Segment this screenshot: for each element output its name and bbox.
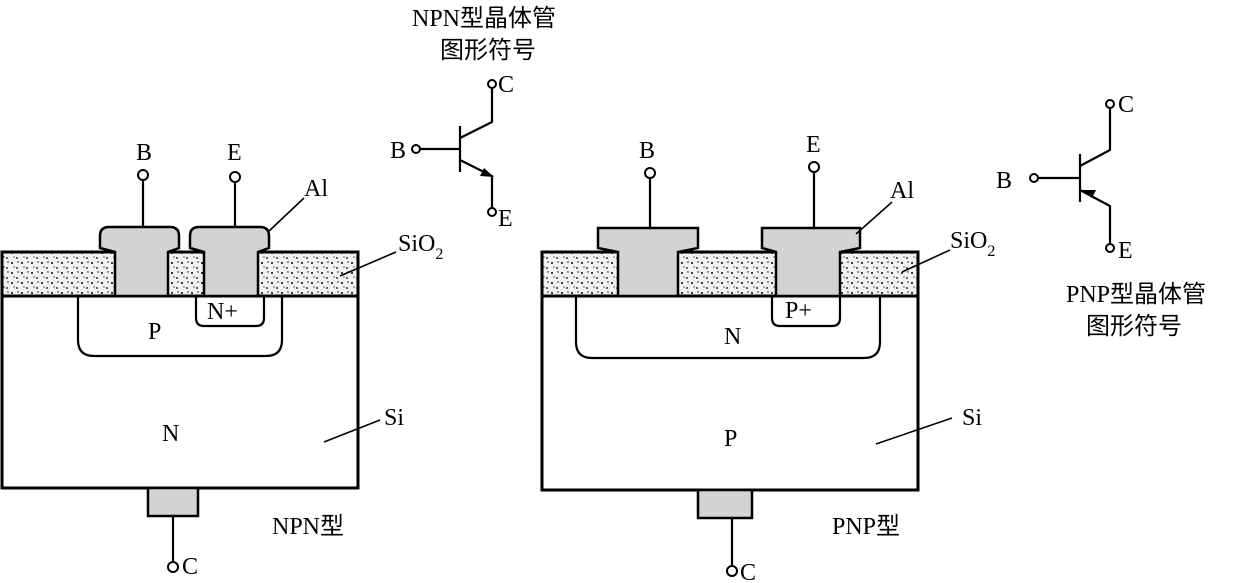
pnp-label-e: E: [806, 132, 821, 158]
pnp-collector-terminal: [726, 565, 738, 577]
npn-emitter-terminal: [229, 171, 241, 183]
npn-symbol-pin-b: B: [390, 138, 406, 164]
pnp-symbol-emitter-terminal: [1105, 243, 1115, 253]
npn-symbol-emitter-lead: [459, 159, 494, 208]
pnp-base-terminal: [644, 167, 656, 179]
pnp-label-al: Al: [890, 178, 914, 204]
npn-emitter-metal: [188, 225, 271, 298]
pnp-collector-metal: [696, 488, 754, 520]
npn-symbol-emitter-terminal: [487, 207, 497, 217]
npn-sio2-leader: [339, 251, 397, 277]
pnp-label-sio-subscript: 2: [987, 243, 995, 260]
pnp-al-leader: [855, 201, 893, 235]
pnp-region-pplus: P+: [785, 298, 812, 324]
npn-al-leader: [267, 197, 305, 233]
pnp-symbol-emitter-arrow-icon: [1082, 190, 1096, 198]
pnp-base-metal: [596, 226, 700, 298]
pnp-symbol-pin-e: E: [1118, 238, 1133, 264]
npn-nplus-region: [194, 296, 266, 328]
pnp-symbol-emitter-lead: [1079, 189, 1112, 244]
npn-region-nplus: N+: [207, 299, 238, 325]
pnp-region-p: P: [724, 426, 737, 452]
npn-label-e: E: [227, 140, 242, 166]
npn-symbol-title-line1: NPN型晶体管: [412, 5, 556, 32]
pnp-sio2-leader: [901, 249, 951, 273]
pnp-symbol-pin-b: B: [996, 168, 1012, 194]
npn-sio2-layer: [0, 250, 360, 298]
pnp-caption: PNP型: [832, 513, 900, 540]
pnp-symbol-pin-c: C: [1118, 92, 1134, 118]
pnp-emitter-metal: [760, 226, 862, 298]
npn-symbol-title-line2: 图形符号: [440, 37, 536, 64]
npn-symbol-base-terminal: [411, 144, 421, 154]
npn-label-sio-text: SiO: [398, 231, 435, 257]
npn-label-si: Si: [384, 405, 404, 431]
pnp-pplus-region: [770, 296, 842, 328]
pnp-label-c: C: [740, 560, 756, 583]
pnp-si-body: [540, 294, 920, 492]
pnp-label-sio-text: SiO: [950, 228, 987, 254]
npn-symbol-collector-lead: [459, 88, 494, 139]
npn-device: B E Al SiO2 Si P N+ N C NPN型: [0, 140, 443, 580]
npn-collector-metal: [146, 486, 200, 518]
pnp-symbol-base-terminal: [1029, 173, 1039, 183]
npn-symbol-pin-c: C: [498, 72, 514, 98]
npn-label-sio-subscript: 2: [435, 246, 443, 263]
npn-symbol-emitter-arrow-icon: [480, 168, 494, 177]
pnp-n-region: [574, 296, 882, 360]
npn-region-p: P: [148, 319, 161, 345]
pnp-symbol-collector-terminal: [1105, 99, 1115, 109]
pnp-symbol-title-line2: 图形符号: [1086, 313, 1182, 340]
npn-label-b: B: [136, 140, 152, 166]
pnp-device: B E Al SiO2 Si N P+ P C PNP型: [540, 132, 995, 583]
npn-region-n: N: [162, 421, 179, 447]
pnp-emitter-terminal: [808, 161, 820, 173]
pnp-symbol-collector-lead: [1079, 108, 1112, 167]
npn-label-al: Al: [304, 176, 328, 202]
npn-si-body: [0, 294, 360, 490]
npn-base-metal: [98, 225, 181, 298]
npn-symbol-collector-terminal: [487, 79, 497, 89]
npn-si-leader: [323, 419, 381, 443]
pnp-symbol-title-line1: PNP型晶体管: [1066, 281, 1206, 308]
npn-label-sio2: SiO2: [398, 231, 443, 263]
pnp-label-b: B: [639, 138, 655, 164]
npn-base-terminal: [137, 169, 149, 181]
pnp-label-si: Si: [962, 405, 982, 431]
npn-symbol-pin-e: E: [498, 206, 513, 232]
pnp-sio2-layer: [540, 250, 920, 298]
npn-caption: NPN型: [272, 513, 344, 540]
npn-p-region: [76, 296, 284, 358]
npn-symbol: NPN型晶体管 图形符号 B C E: [390, 5, 556, 232]
pnp-region-n: N: [724, 324, 741, 350]
npn-label-c: C: [182, 554, 198, 580]
pnp-symbol: B C E PNP型晶体管 图形符号: [996, 92, 1206, 340]
npn-collector-terminal: [167, 561, 179, 573]
pnp-label-sio2: SiO2: [950, 228, 995, 260]
pnp-si-leader: [875, 417, 953, 445]
